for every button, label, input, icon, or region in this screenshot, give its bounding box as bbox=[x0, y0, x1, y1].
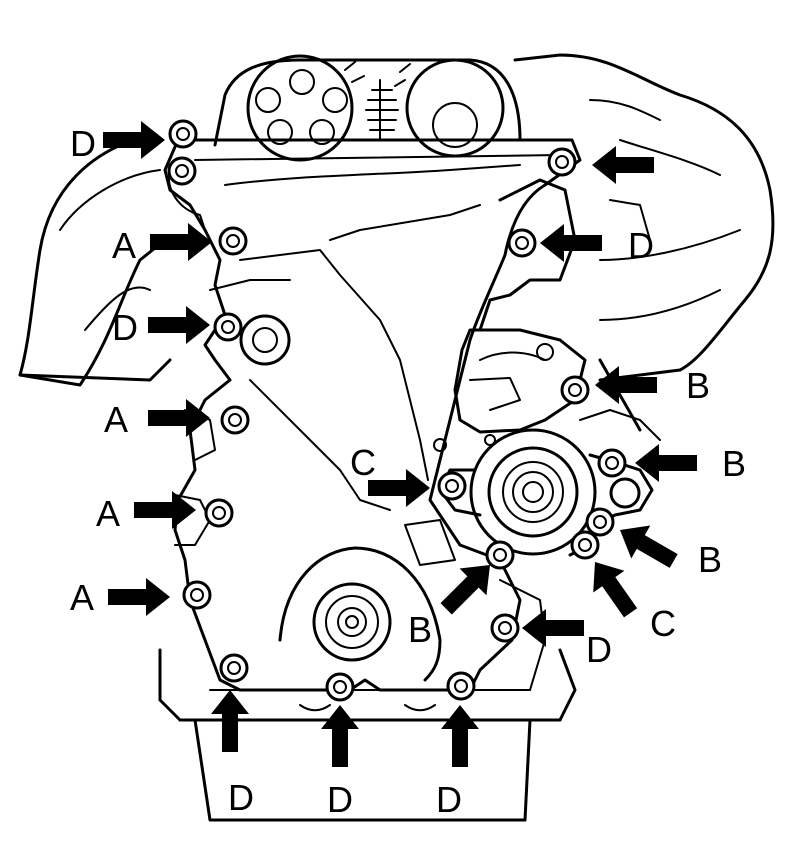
label-b-right-1: B bbox=[686, 365, 710, 406]
label-b-right-2: B bbox=[722, 443, 746, 484]
label-a-lower-left: A bbox=[70, 577, 94, 618]
callout-labels: D A D A A A D B B C B C B D D D D bbox=[70, 123, 746, 820]
label-c-center: C bbox=[350, 442, 376, 483]
label-d-lower-right: D bbox=[586, 629, 612, 670]
label-a-mid-left-1: A bbox=[104, 399, 128, 440]
arrow-d-top-left bbox=[103, 121, 165, 159]
label-d-top-left: D bbox=[70, 123, 96, 164]
arrow-b-right-1 bbox=[595, 366, 657, 404]
arrow-b-right-3 bbox=[610, 513, 684, 578]
arrow-a-mid-left-1 bbox=[148, 399, 210, 437]
label-b-right-3: B bbox=[698, 539, 722, 580]
arrow-c-center bbox=[368, 469, 430, 507]
label-d-bottom-1: D bbox=[228, 777, 254, 818]
label-c-lower-right: C bbox=[650, 603, 676, 644]
arrow-d-bottom-2 bbox=[321, 705, 359, 767]
label-d-left: D bbox=[112, 307, 138, 348]
arrow-c-lower-right bbox=[579, 551, 647, 624]
arrow-d-bottom-3 bbox=[441, 705, 479, 767]
label-d-bottom-2: D bbox=[327, 779, 353, 820]
label-a-mid-left-2: A bbox=[96, 493, 120, 534]
arrow-d-upper-right bbox=[540, 224, 602, 262]
arrow-d-upper-right-top bbox=[592, 146, 654, 184]
arrow-d-left bbox=[148, 306, 210, 344]
label-a-upper-left: A bbox=[112, 225, 136, 266]
label-b-center-low: B bbox=[408, 609, 432, 650]
engine-outline bbox=[18, 53, 775, 822]
label-d-bottom-3: D bbox=[436, 779, 462, 820]
arrow-a-lower-left bbox=[108, 578, 170, 616]
label-d-upper-right: D bbox=[628, 225, 654, 266]
arrow-d-lower-right bbox=[522, 609, 584, 647]
